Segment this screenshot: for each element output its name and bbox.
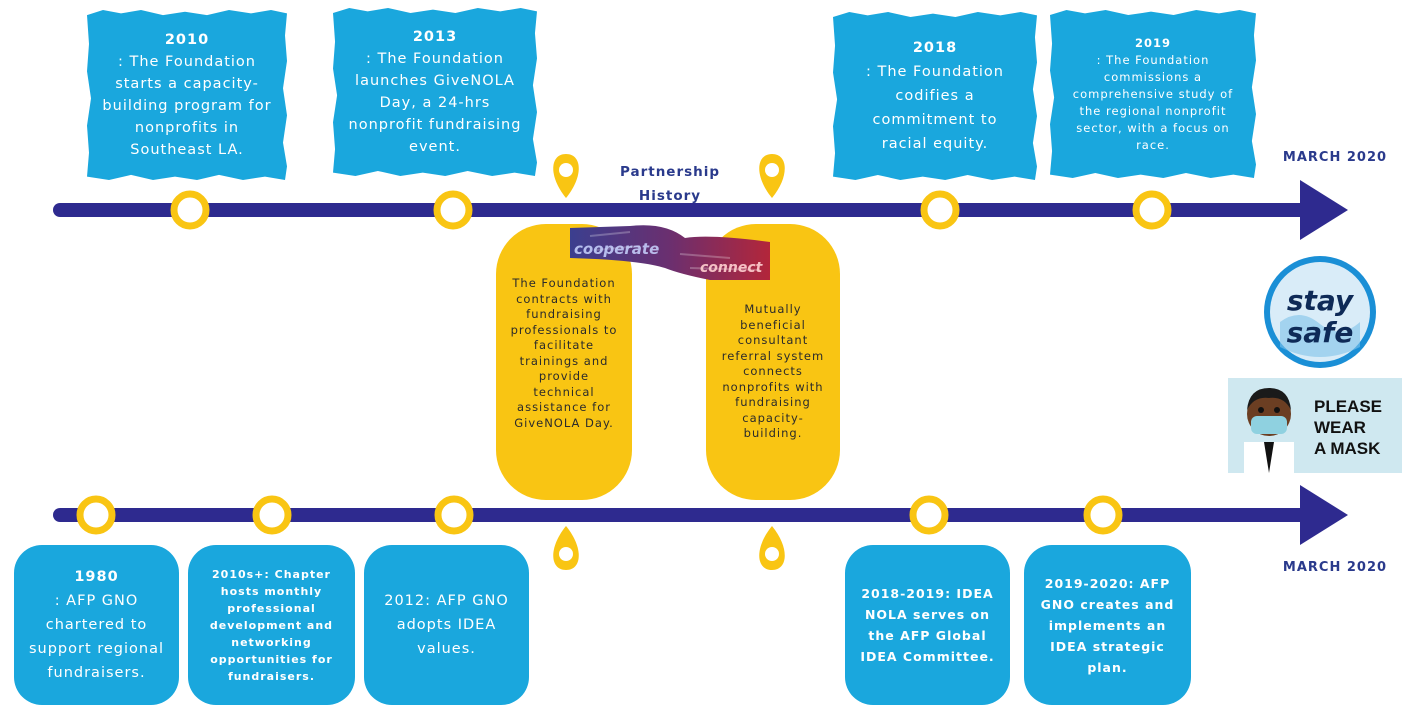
timeline-card-2018: 2018 : The Foundation codifies a commitme…: [833, 12, 1037, 180]
timeline-node: [920, 190, 960, 230]
card-text: : AFP GNO chartered to support regional …: [28, 593, 165, 681]
timeline-card-2019-2020: 2019-2020: AFP GNO creates and implement…: [1024, 545, 1191, 705]
timeline-card-2019: 2019 : The Foundation commissions a compr…: [1050, 10, 1256, 178]
stay-safe-line1: stay: [1287, 284, 1355, 317]
mask-line1: PLEASE: [1314, 397, 1383, 416]
mask-line2: WEAR: [1314, 418, 1366, 437]
mask-line3: A MASK: [1314, 439, 1381, 458]
center-title: Partnership History: [619, 164, 721, 204]
handshake-word-left: cooperate: [574, 240, 659, 258]
card-text: : The Foundation launches GiveNOLA Day, …: [348, 51, 522, 155]
map-pin-icon: [759, 154, 785, 198]
map-pin-icon: [759, 526, 785, 570]
mask-sign-text: PLEASE WEAR A MASK: [1314, 396, 1382, 459]
timeline-node: [434, 495, 474, 535]
timeline-node: [1132, 190, 1172, 230]
card-year: 2018: [912, 40, 958, 56]
card-year: 2010: [164, 32, 210, 48]
card-text: 2012: AFP GNO adopts IDEA values.: [384, 593, 509, 657]
card-text: 2018-2019: IDEA NOLA serves on the AFP G…: [860, 586, 995, 664]
stay-safe-badge: stay safe: [1264, 256, 1376, 368]
timeline-card-2010: 2010 : The Foundation starts a capacity-b…: [87, 10, 287, 180]
bottom-end-label: MARCH 2020: [1282, 560, 1388, 575]
card-text: : The Foundation starts a capacity-build…: [102, 54, 272, 158]
timeline-card-2012: 2012: AFP GNO adopts IDEA values.: [364, 545, 529, 705]
map-pin-icon: [553, 154, 579, 198]
mask-sign: PLEASE WEAR A MASK: [1228, 378, 1402, 473]
timeline-card-1980: 1980 : AFP GNO chartered to support regio…: [14, 545, 179, 705]
card-text: : The Foundation codifies a commitment t…: [865, 64, 1004, 152]
top-end-label: MARCH 2020: [1282, 150, 1388, 165]
partnership-pill-left: The Foundation contracts with fundraisin…: [496, 224, 632, 500]
stay-safe-line2: safe: [1287, 316, 1354, 349]
timeline-node: [433, 190, 473, 230]
timeline-node: [76, 495, 116, 535]
timeline-card-2010s: 2010s+: Chapter hosts monthly profession…: [188, 545, 355, 705]
timeline-card-2018-2019: 2018-2019: IDEA NOLA serves on the AFP G…: [845, 545, 1010, 705]
masked-person-icon: [1244, 388, 1294, 473]
card-text: 2019-2020: AFP GNO creates and implement…: [1040, 575, 1175, 675]
card-year: 1980: [74, 569, 119, 585]
handshake-word-right: connect: [700, 260, 764, 276]
timeline-node: [170, 190, 210, 230]
timeline-card-2013: 2013 : The Foundation launches GiveNOLA D…: [333, 8, 537, 176]
timeline-node: [1083, 495, 1123, 535]
card-year: 2019: [1134, 35, 1171, 50]
card-year: 2013: [412, 29, 458, 45]
timeline-node: [252, 495, 292, 535]
map-pin-icon: [553, 526, 579, 570]
card-text: : The Foundation commissions a comprehen…: [1072, 52, 1234, 152]
handshake-image: cooperate connect: [570, 225, 770, 280]
bottom-arrowhead: [1300, 485, 1348, 545]
timeline-node: [909, 495, 949, 535]
top-arrowhead: [1300, 180, 1348, 240]
card-text: 2010s+: Chapter hosts monthly profession…: [209, 567, 334, 683]
